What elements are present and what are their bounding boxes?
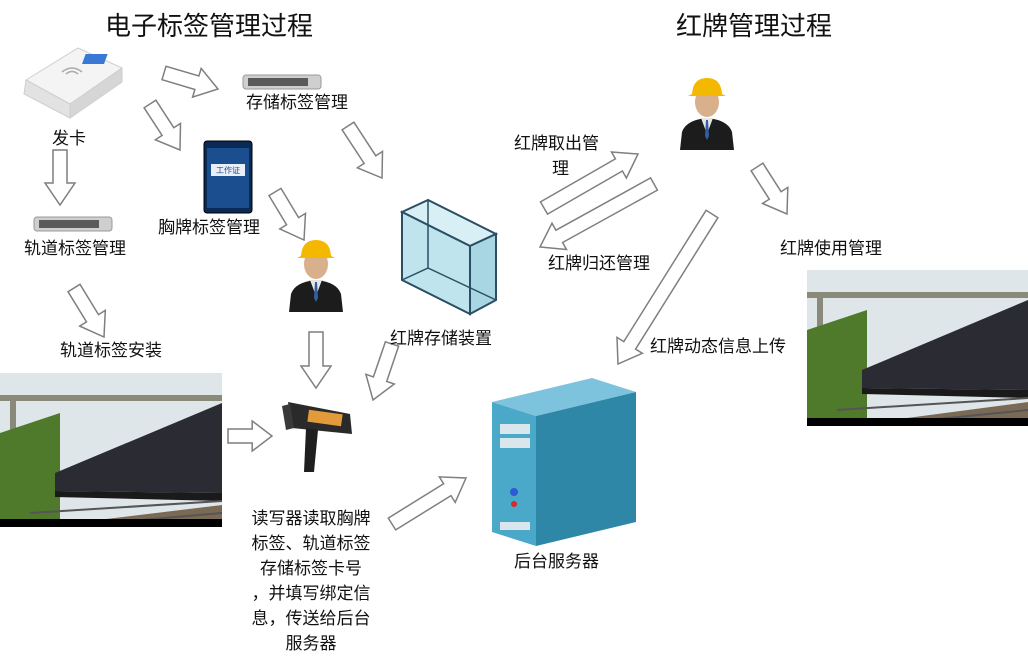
track-tag-label: 轨道标签管理 <box>24 239 126 259</box>
handheld-reader-icon <box>282 402 352 472</box>
storage-tag-icon <box>242 74 322 90</box>
arrow-worker-to-use <box>750 162 789 216</box>
reader-description: 读写器读取胸牌 标签、轨道标签 存储标签卡号 ，并填写绑定信 息，传送给后台 服… <box>236 507 386 657</box>
reader-line: 存储标签卡号 <box>260 559 362 579</box>
return-label: 红牌归还管理 <box>548 254 650 274</box>
track-tag-icon <box>33 216 113 232</box>
arrow-reader-to-storage <box>161 65 220 99</box>
badge-tag-label: 胸牌标签管理 <box>158 218 260 238</box>
reader-line: 息，传送给后台 <box>251 609 371 629</box>
take-out-label-1: 红牌取出管 <box>514 134 599 154</box>
badge-card-icon: 工作证 <box>203 140 253 214</box>
take-out-label-2: 理 <box>552 159 569 179</box>
track-install-label: 轨道标签安装 <box>60 341 162 361</box>
storage-box-icon <box>400 198 498 316</box>
card-reader-icon <box>23 47 124 119</box>
railway-photo-left <box>0 373 222 527</box>
right-title: 红牌管理过程 <box>676 12 833 42</box>
upload-label: 红牌动态信息上传 <box>650 337 786 357</box>
arrow-box-to-reader <box>364 340 400 402</box>
use-label: 红牌使用管理 <box>780 239 882 259</box>
server-label: 后台服务器 <box>514 552 599 572</box>
arrow-reader-to-badge <box>143 99 182 152</box>
arrow-badge-to-worker <box>267 187 307 242</box>
worker-icon-right <box>680 78 734 150</box>
reader-line: 标签、轨道标签 <box>251 534 371 554</box>
server-icon <box>492 378 636 546</box>
reader-line: 读写器读取胸牌 <box>251 509 371 529</box>
arrow-worker-to-reader <box>299 331 333 390</box>
arrow-return <box>538 176 659 251</box>
reader-line: 服务器 <box>285 634 337 654</box>
arrow-reader-to-track <box>43 149 77 207</box>
arrow-take-out <box>539 151 640 216</box>
arrow-storage-to-box <box>341 121 384 180</box>
left-title: 电子标签管理过程 <box>105 12 314 42</box>
issue-card-label: 发卡 <box>52 129 86 149</box>
arrow-track-to-install <box>66 283 107 339</box>
arrow-upload <box>616 209 719 366</box>
arrow-reader-to-server <box>387 476 468 531</box>
badge-card-text: 工作证 <box>216 165 240 175</box>
worker-icon <box>289 240 343 312</box>
red-storage-label: 红牌存储装置 <box>390 329 492 349</box>
reader-line: ，并填写绑定信 <box>251 584 371 604</box>
arrow-photo-to-reader <box>227 419 274 453</box>
railway-photo-right <box>807 270 1028 426</box>
storage-tag-label: 存储标签管理 <box>246 93 348 113</box>
